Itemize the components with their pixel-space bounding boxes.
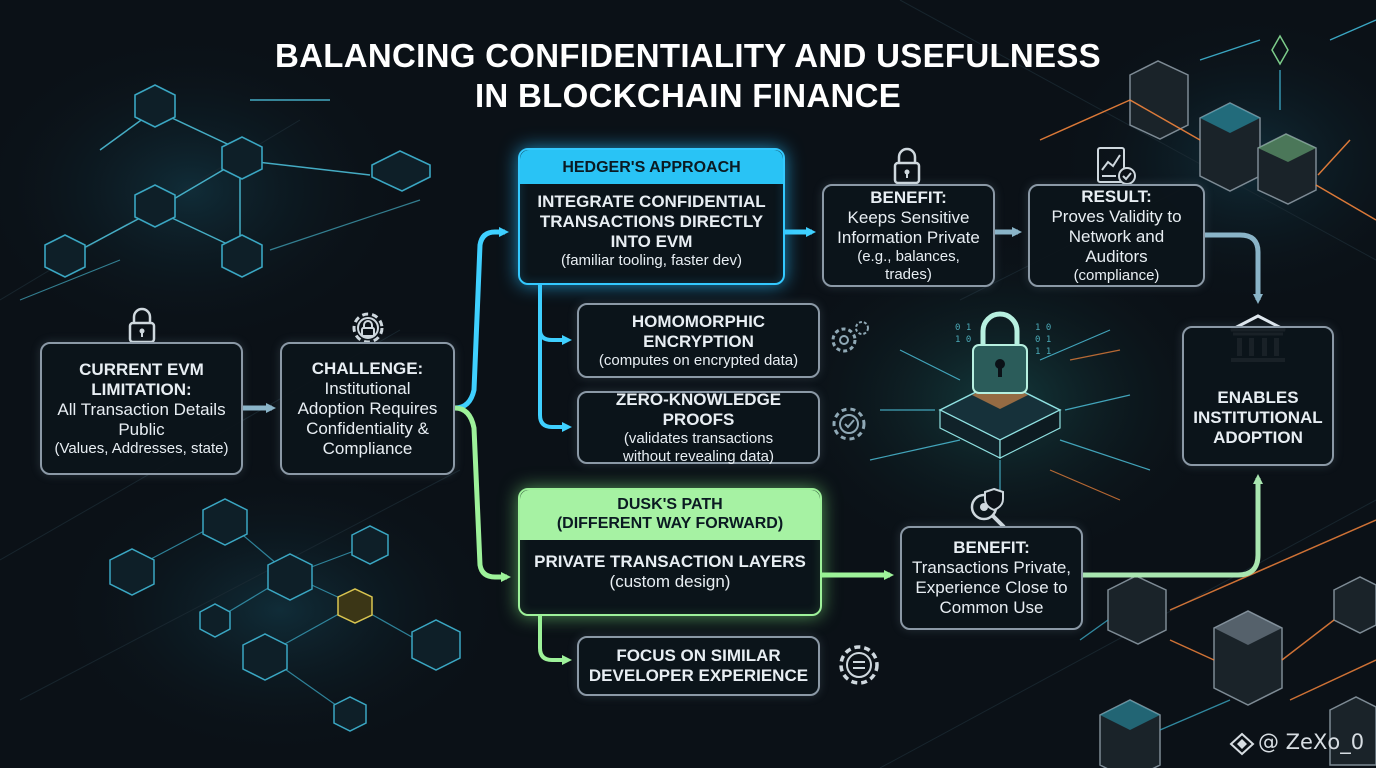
- result-line-1: Proves Validity to: [1051, 206, 1182, 226]
- focus-line-2: DEVELOPER EXPERIENCE: [588, 666, 809, 685]
- hedger-note: (familiar tooling, faster dev): [561, 252, 742, 269]
- challenge-title: CHALLENGE:: [311, 358, 424, 378]
- result-box: RESULT: Proves Validity to Network and A…: [1028, 184, 1205, 287]
- watermark-text: @ ZeXo_0: [1258, 730, 1365, 754]
- current-line-2: Public: [118, 419, 165, 439]
- dusk-header-2: (DIFFERENT WAY FORWARD): [556, 515, 784, 532]
- challenge-line-3: Confidentiality &: [306, 418, 429, 438]
- svg-text:0 1: 0 1: [955, 323, 971, 333]
- lock-icon: [893, 147, 921, 185]
- dusk-path-header: DUSK'S PATH (DIFFERENT WAY FORWARD): [520, 490, 820, 540]
- enables-line-1: ENABLES: [1217, 388, 1299, 407]
- benefit1-line-1: Keeps Sensitive: [847, 207, 970, 227]
- benefit-experience-box: BENEFIT: Transactions Private, Experienc…: [900, 526, 1083, 630]
- svg-text:0 1: 0 1: [1035, 335, 1051, 345]
- hedger-header-text: HEDGER'S APPROACH: [562, 159, 741, 176]
- benefit2-title: BENEFIT:: [953, 538, 1030, 557]
- lock-icon: [128, 307, 156, 344]
- current-evm-limitation-box: CURRENT EVM LIMITATION: All Transaction …: [40, 342, 243, 475]
- benefit2-line-2: Experience Close to: [915, 578, 1068, 597]
- hedger-approach-box: INTEGRATE CONFIDENTIAL TRANSACTIONS DIRE…: [518, 148, 785, 285]
- benefit1-title: BENEFIT:: [870, 187, 947, 207]
- dusk-line-1: PRIVATE TRANSACTION LAYERS: [534, 552, 806, 571]
- homomorphic-encryption-box: HOMOMORPHIC ENCRYPTION (computes on encr…: [577, 303, 820, 378]
- result-title: RESULT:: [1081, 186, 1152, 206]
- gear-check-icon: [832, 407, 866, 441]
- hedger-line-3: INTO EVM: [610, 232, 693, 251]
- challenge-line-2: Adoption Requires: [297, 398, 438, 418]
- enables-line-2: INSTITUTIONAL: [1193, 408, 1323, 427]
- page-title: BALANCING CONFIDENTIALITY AND USEFULNESS…: [188, 36, 1188, 116]
- current-title-2: LIMITATION:: [91, 379, 192, 399]
- result-line-2: Network and Auditors: [1068, 226, 1165, 266]
- svg-text:1 0: 1 0: [1035, 323, 1051, 333]
- dusk-header-1: DUSK'S PATH: [617, 496, 723, 513]
- zkp-note-2: without revealing data): [623, 447, 774, 465]
- current-title: CURRENT EVM: [79, 359, 204, 379]
- challenge-line-1: Institutional: [324, 378, 411, 398]
- zero-knowledge-proofs-box: ZERO-KNOWLEDGE PROOFS (validates transac…: [577, 389, 820, 465]
- chart-check-icon: [1097, 147, 1136, 185]
- benefit1-note: (e.g., balances, trades): [857, 247, 960, 283]
- benefit2-line-1: Transactions Private,: [911, 558, 1072, 577]
- enables-line-3: ADOPTION: [1213, 428, 1303, 447]
- diamond-logo-icon: [1229, 732, 1255, 756]
- challenge-line-4: Compliance: [322, 438, 413, 458]
- benefit1-line-2: Information Private: [837, 227, 980, 247]
- title-line-1: BALANCING CONFIDENTIALITY AND USEFULNESS: [274, 37, 1101, 74]
- svg-text:1 0: 1 0: [955, 335, 971, 345]
- result-note: (compliance): [1073, 266, 1160, 284]
- hedger-approach-header: HEDGER'S APPROACH: [520, 150, 783, 184]
- title-line-2: IN BLOCKCHAIN FINANCE: [474, 77, 902, 114]
- enables-adoption-box: ENABLES INSTITUTIONAL ADOPTION: [1182, 326, 1334, 466]
- homomorphic-line-1: HOMOMORPHIC: [631, 311, 766, 331]
- current-line-1: All Transaction Details: [57, 399, 226, 419]
- homomorphic-line-2: ENCRYPTION: [643, 331, 754, 351]
- gear-code-icon: [839, 645, 879, 685]
- hedger-line-2: TRANSACTIONS DIRECTLY: [539, 212, 764, 231]
- challenge-box: CHALLENGE: Institutional Adoption Requir…: [280, 342, 455, 475]
- hedger-line-1: INTEGRATE CONFIDENTIAL: [537, 192, 766, 211]
- focus-line-1: FOCUS ON SIMILAR: [616, 646, 781, 665]
- zkp-note-1: (validates transactions: [623, 429, 774, 447]
- benefit2-line-3: Common Use: [939, 598, 1044, 617]
- benefit-private-box: BENEFIT: Keeps Sensitive Information Pri…: [822, 184, 995, 287]
- homomorphic-note: (computes on encrypted data): [598, 351, 799, 369]
- current-line-3: (Values, Addresses, state): [54, 439, 229, 457]
- watermark-handle: @ ZeXo_0: [1258, 730, 1364, 754]
- svg-text:1 1: 1 1: [1035, 347, 1051, 357]
- gear-icon: [831, 321, 869, 353]
- shield-search-icon: [970, 487, 1006, 529]
- dusk-note: (custom design): [609, 572, 731, 591]
- focus-developer-experience-box: FOCUS ON SIMILAR DEVELOPER EXPERIENCE: [577, 636, 820, 696]
- zkp-line-1: ZERO-KNOWLEDGE PROOFS: [615, 389, 782, 429]
